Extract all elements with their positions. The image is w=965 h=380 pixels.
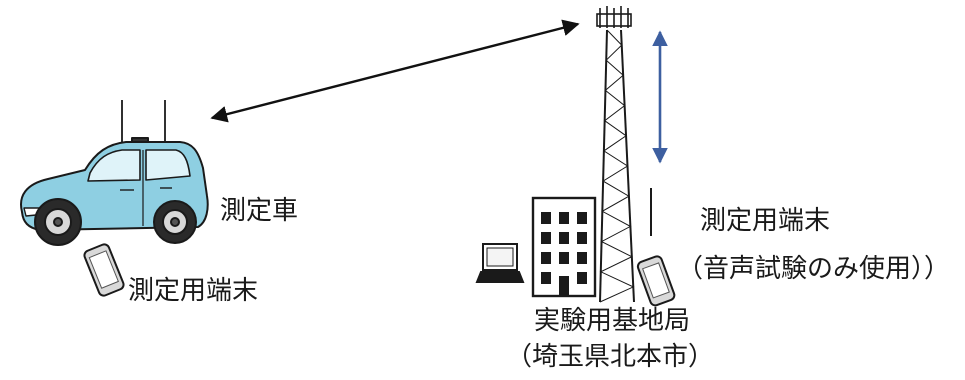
radio-link-arrow [210,19,580,123]
station-terminal-label: 測定用端末 [700,206,831,236]
station-terminal-note: （音声試験のみ使用）） [677,254,951,284]
station-name-label: 実験用基地局 [534,306,691,336]
station-location-label: （埼玉県北本市） [506,342,715,372]
antenna-tower-icon [596,6,635,303]
office-building-icon [531,196,597,298]
vehicle-label: 測定車 [220,196,299,226]
vehicle-terminal-label: 測定用端末 [128,276,259,306]
smartphone-icon-station [636,255,676,307]
car-icon [20,100,209,246]
smartphone-icon-vehicle [83,243,125,297]
laptop-icon [475,243,525,283]
